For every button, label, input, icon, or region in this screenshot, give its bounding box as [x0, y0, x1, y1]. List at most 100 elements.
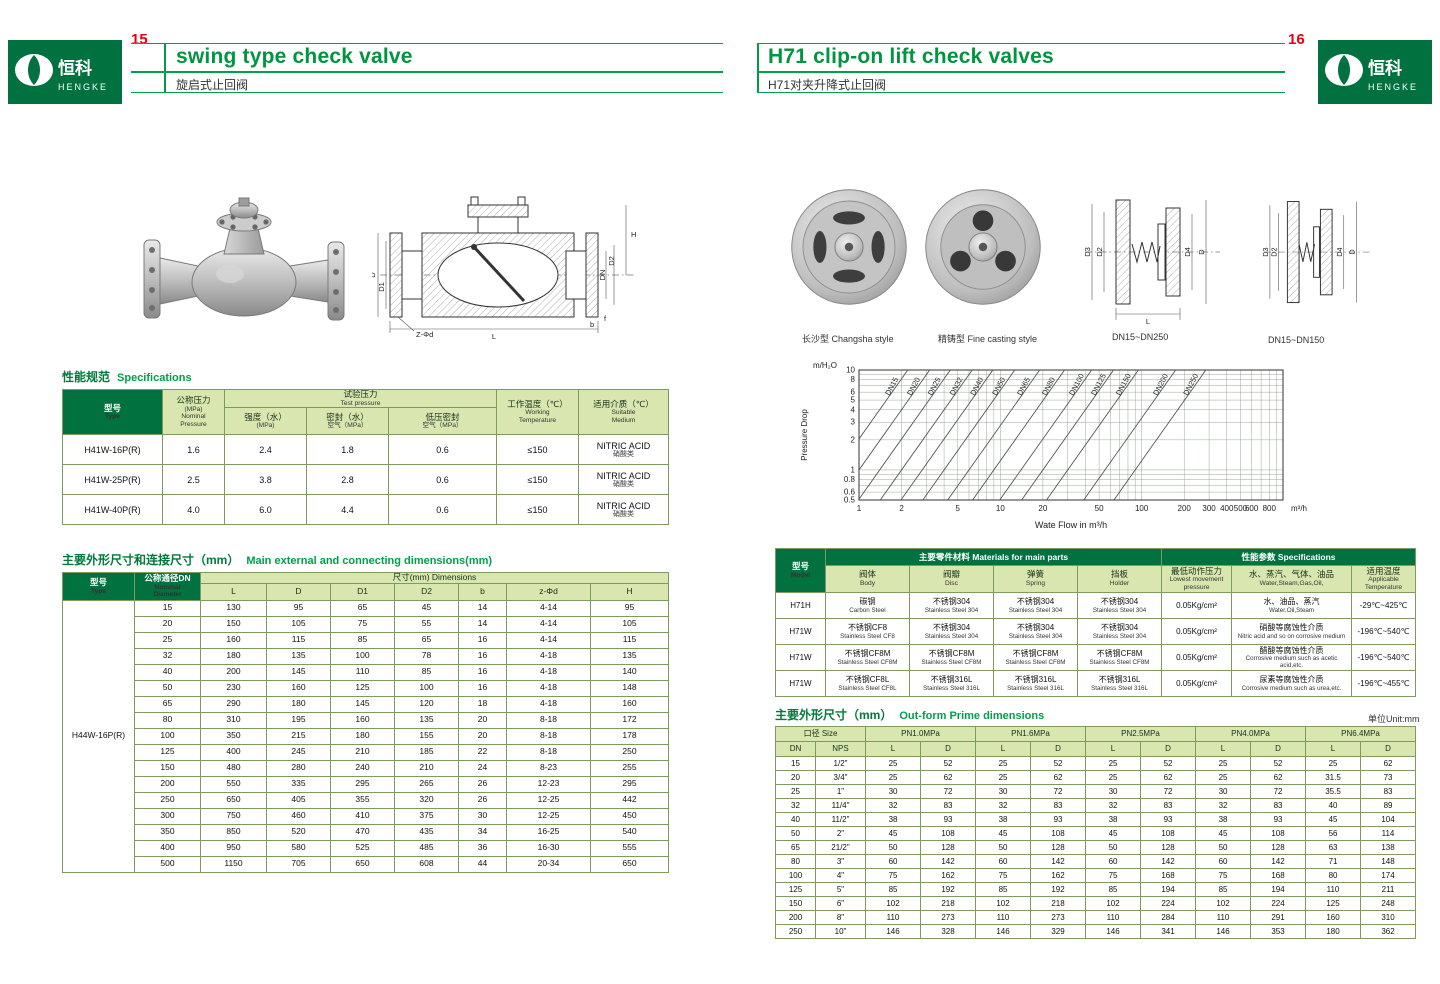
photo-caption-fine-casting: 精铸型 Fine casting style [938, 334, 1038, 344]
table-cell: 80 [134, 711, 201, 729]
table-cell: 50 [775, 826, 816, 841]
table-cell: 146 [1195, 924, 1252, 939]
table-cell: 80 [1305, 868, 1362, 883]
col-nps: NPS [814, 741, 867, 757]
table-cell: 25 [1195, 770, 1252, 785]
table-cell: H41W-40P(R) [62, 494, 163, 526]
svg-text:100: 100 [1135, 504, 1149, 513]
divider [757, 44, 759, 92]
table-cell: 108 [1030, 826, 1087, 841]
table-cell: 174 [1360, 868, 1417, 883]
table-cell: 32 [975, 798, 1032, 813]
svg-text:10: 10 [996, 504, 1005, 513]
col-d: D [920, 741, 977, 757]
table-cell: 540 [590, 823, 669, 841]
table-cell: 16 [458, 663, 507, 681]
svg-text:0.5: 0.5 [844, 496, 856, 505]
table-cell: 2.5 [162, 464, 225, 496]
col-D: D [266, 582, 331, 601]
svg-text:DN15: DN15 [883, 376, 900, 397]
table-cell: 110 [975, 910, 1032, 925]
svg-text:DN32: DN32 [948, 376, 965, 397]
table-cell: 3" [814, 854, 867, 869]
svg-text:DN50: DN50 [990, 376, 1007, 397]
table-cell: 362 [1360, 924, 1417, 939]
table-cell: 65 [330, 599, 395, 617]
table-cell: 83 [1250, 798, 1307, 813]
svg-text:300: 300 [1202, 504, 1216, 513]
table-cell: 0.05Kg/cm² [1161, 644, 1233, 671]
table-cell: 485 [394, 839, 459, 857]
table-cell: 128 [1140, 840, 1197, 855]
table-cell: 1150 [200, 855, 267, 873]
table-cell: ≤150 [496, 434, 579, 466]
table-cell: 520 [266, 823, 331, 841]
table-cell: 650 [330, 855, 395, 873]
table-cell: 3/4" [814, 770, 867, 785]
table-cell: 146 [865, 924, 922, 939]
table-cell: 45 [1195, 826, 1252, 841]
table-cell: 350 [134, 823, 201, 841]
dim-label: Z-Φd [416, 330, 433, 339]
table-cell: 11/4" [814, 798, 867, 813]
table-cell: 16-30 [506, 839, 591, 857]
svg-text:20: 20 [1038, 504, 1047, 513]
table-cell: 185 [394, 743, 459, 761]
table-cell: 72 [1250, 784, 1307, 799]
table-cell: 12-23 [506, 775, 591, 793]
table-cell: 22 [458, 743, 507, 761]
svg-text:1: 1 [851, 465, 856, 474]
svg-text:5: 5 [956, 504, 961, 513]
table-cell: 108 [920, 826, 977, 841]
table-cell: 15 [134, 599, 201, 617]
table-cell: 52 [1250, 756, 1307, 771]
table-cell: 20 [775, 770, 816, 785]
dim-label: H [631, 230, 636, 239]
svg-text:50: 50 [1095, 504, 1104, 513]
svg-text:6: 6 [851, 388, 856, 397]
table-cell: -29℃~425℃ [1351, 592, 1417, 619]
table-cell: 200 [200, 663, 267, 681]
table-cell: 195 [266, 711, 331, 729]
table-cell: 375 [394, 807, 459, 825]
table-cell: 75 [1195, 868, 1252, 883]
dim-label: f [604, 314, 607, 323]
svg-text:2: 2 [851, 435, 856, 444]
table-cell: 211 [1360, 882, 1417, 897]
table-cell: 25 [1195, 756, 1252, 771]
table-cell: 36 [458, 839, 507, 857]
svg-text:8: 8 [851, 375, 856, 384]
col-pn64-group: PN6.4MPa [1305, 726, 1417, 742]
col-dn: DN [775, 741, 816, 757]
svg-text:DN125: DN125 [1089, 372, 1108, 397]
table-cell: 150 [134, 759, 201, 777]
table-cell: 218 [1030, 896, 1087, 911]
col-l: L [1085, 741, 1142, 757]
table-cell: 400 [200, 743, 267, 761]
table-cell: 45 [865, 826, 922, 841]
table-cell: 850 [200, 823, 267, 841]
dim-label: D [1347, 249, 1356, 254]
table-cell: 20 [458, 711, 507, 729]
table-cell: 295 [330, 775, 395, 793]
wafer-valve-photo-fine-casting [922, 186, 1044, 313]
table-cell: 45 [1305, 812, 1362, 827]
svg-text:DN80: DN80 [1040, 376, 1057, 397]
table-cell: 35.5 [1305, 784, 1362, 799]
